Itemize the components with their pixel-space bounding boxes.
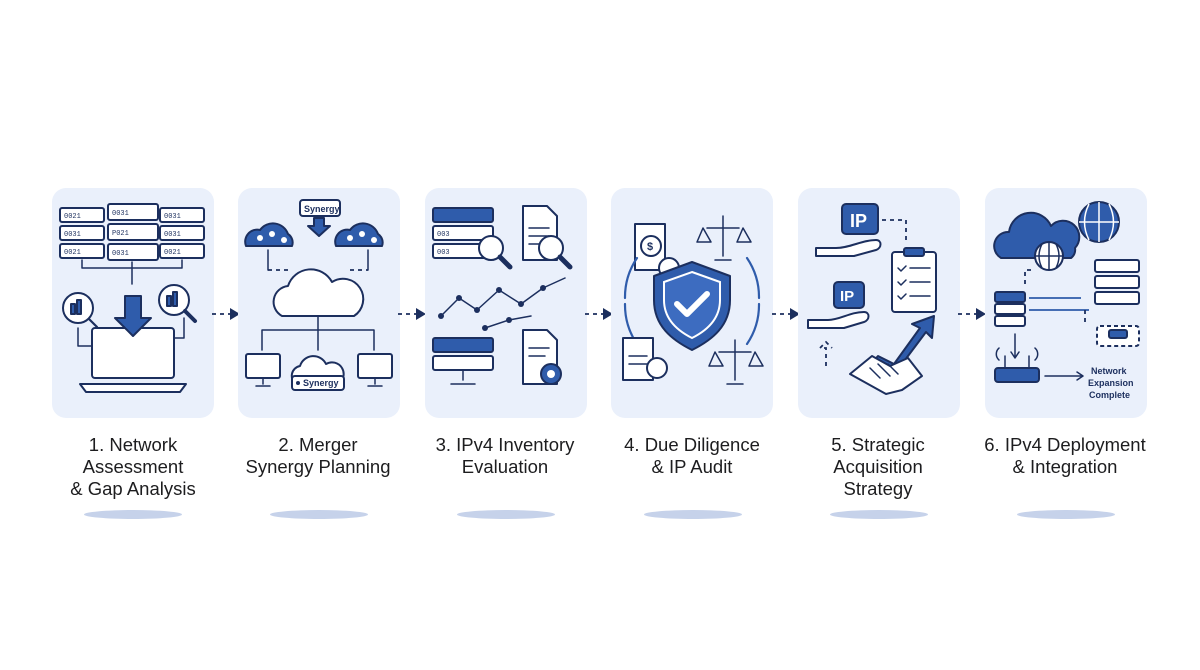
network-expansion-line2: Expansion bbox=[1088, 378, 1134, 388]
step-shadow bbox=[457, 510, 555, 519]
step-shadow bbox=[830, 510, 928, 519]
step-label-1: 1. Network Assessment & Gap Analysis bbox=[70, 434, 196, 499]
step-label-3: 3. IPv4 Inventory Evaluation bbox=[435, 434, 575, 477]
step-shadow bbox=[644, 510, 742, 519]
synergy-cloud-icon: Synergy Synergy bbox=[244, 199, 393, 391]
step-card-6: Network Expansion Complete bbox=[985, 188, 1147, 418]
deployment-integration-icon: Network Expansion Complete bbox=[993, 201, 1140, 400]
step-shadow bbox=[270, 510, 368, 519]
step-card-4: $ bbox=[611, 188, 773, 418]
step-card-3: 003 003 bbox=[425, 188, 587, 418]
flow-arrow-icon bbox=[398, 308, 426, 320]
step-label-5: 5. Strategic Acquisition Strategy bbox=[831, 434, 925, 499]
rack-code: 0031 bbox=[164, 231, 181, 239]
rack-code: P021 bbox=[112, 230, 129, 238]
rack-code: 0031 bbox=[112, 210, 129, 218]
flow-arrow-icon bbox=[212, 308, 240, 320]
step-card-5: IP IP bbox=[798, 188, 960, 418]
step-shadow bbox=[84, 510, 182, 519]
rack-code: 003 bbox=[437, 231, 450, 239]
synergy-banner: Synergy bbox=[303, 378, 339, 388]
flow-arrow-icon bbox=[958, 308, 986, 320]
rack-code: 0031 bbox=[112, 250, 129, 258]
currency-symbol: $ bbox=[647, 241, 653, 253]
rack-code: 003 bbox=[437, 249, 450, 257]
ipv4-inventory-icon: 003 003 bbox=[432, 205, 573, 385]
rack-code: 0021 bbox=[164, 249, 181, 257]
rack-code: 0031 bbox=[64, 231, 81, 239]
flow-arrow-icon bbox=[772, 308, 800, 320]
ip-badge: IP bbox=[840, 288, 854, 305]
rack-code: 0031 bbox=[164, 213, 181, 221]
rack-code: 0021 bbox=[64, 213, 81, 221]
shield-audit-icon: $ bbox=[622, 215, 764, 385]
acquisition-strategy-icon: IP IP bbox=[807, 203, 937, 395]
ip-badge: IP bbox=[850, 211, 867, 231]
step-label-4: 4. Due Diligence & IP Audit bbox=[624, 434, 760, 477]
step-label-6: 6. IPv4 Deployment & Integration bbox=[984, 434, 1146, 477]
network-expansion-line3: Complete bbox=[1089, 390, 1130, 400]
step-card-1: 0021 0031 0021 0031 P021 0031 0031 0031 … bbox=[52, 188, 214, 418]
synergy-tag: Synergy bbox=[304, 204, 340, 214]
step-shadow bbox=[1017, 510, 1115, 519]
step-label-2: 2. Merger Synergy Planning bbox=[245, 434, 391, 477]
flow-arrow-icon bbox=[585, 308, 613, 320]
network-expansion-line1: Network bbox=[1091, 366, 1128, 376]
step-card-2: Synergy Synergy bbox=[238, 188, 400, 418]
network-assessment-icon: 0021 0031 0021 0031 P021 0031 0031 0031 … bbox=[59, 203, 205, 393]
rack-code: 0021 bbox=[64, 249, 81, 257]
